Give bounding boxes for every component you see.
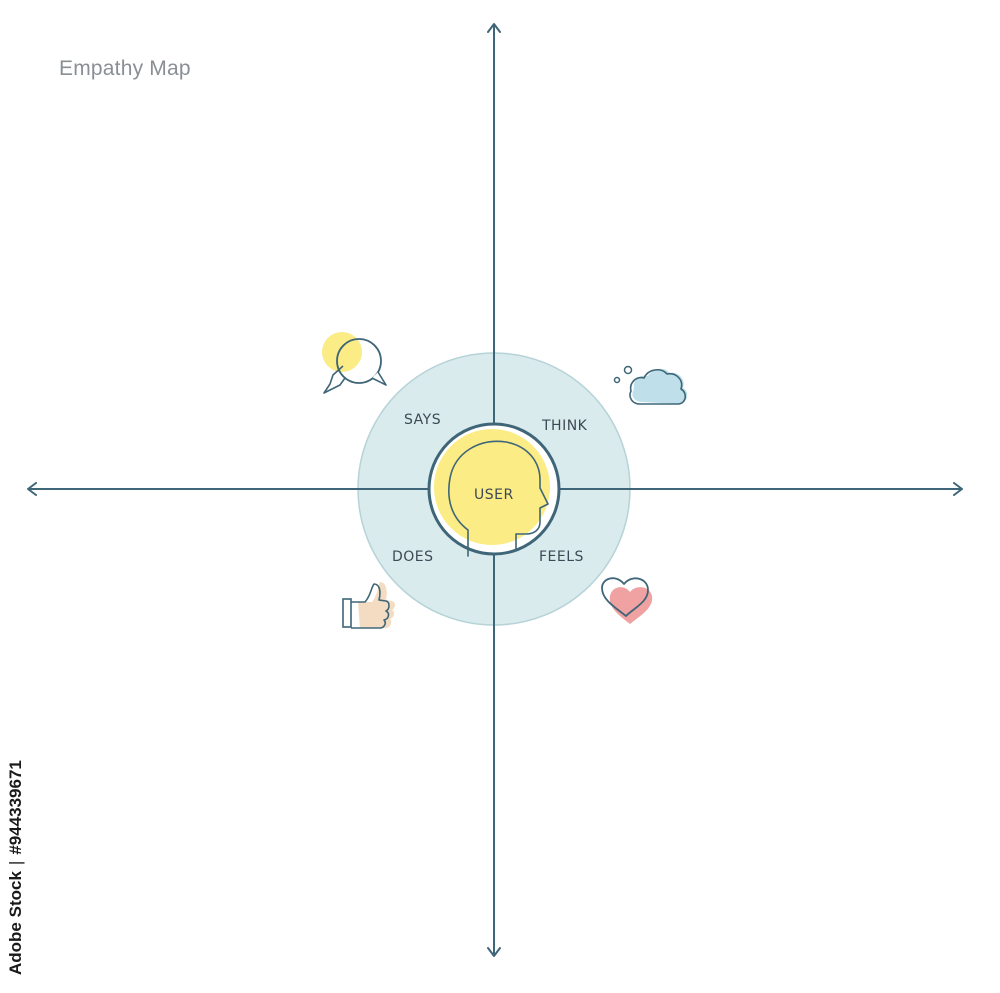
head-profile-icon [448,440,549,557]
stock-id-text: #944339671 [6,760,25,855]
thumbs-up-icon [342,582,395,629]
thought-cloud-icon [613,365,688,405]
heart-icon [601,577,653,624]
inner-disc-fill [434,429,550,545]
stock-watermark-id: Adobe Stock|#944339671 [6,760,25,975]
stock-brand-text: Adobe Stock [6,871,25,975]
quadrant-label-says: SAYS [404,412,441,428]
center-label-user: USER [474,487,514,503]
speech-bubbles-icon [322,332,387,394]
quadrant-label-think: THINK [541,418,588,434]
page-title: Empathy Map [59,57,191,80]
quadrant-label-feels: FEELS [539,549,584,565]
inner-disc-border [427,422,561,556]
quadrant-label-does: DOES [392,549,434,565]
